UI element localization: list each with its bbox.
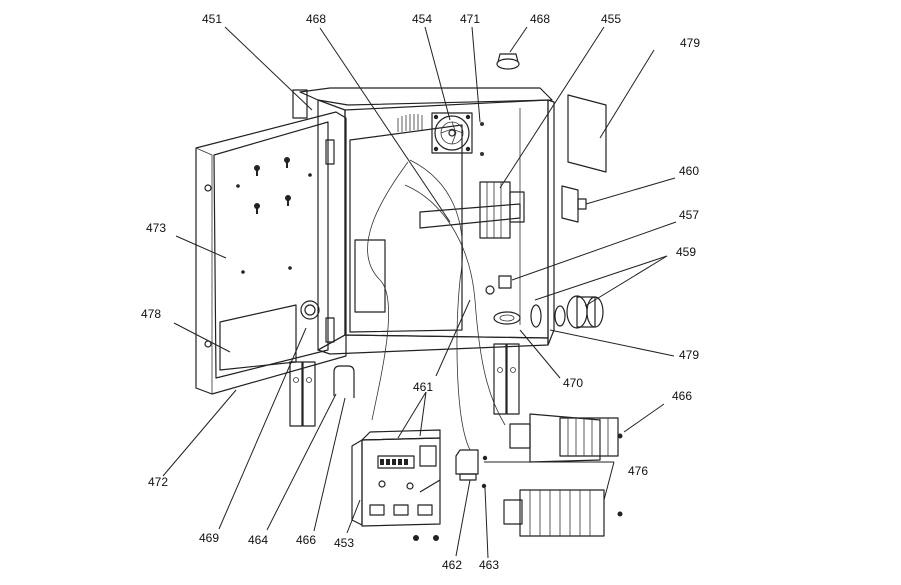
callout-464: 464 — [248, 533, 268, 547]
callout-454: 454 — [412, 12, 432, 26]
enclosure-body — [292, 87, 555, 451]
callout-labels: 451 468 454 471 468 455 479 460 473 457 … — [141, 12, 700, 572]
callout-466-bottom: 466 — [296, 533, 316, 547]
callout-473: 473 — [146, 221, 166, 235]
plug-part — [496, 53, 520, 70]
callout-479-top: 479 — [680, 36, 700, 50]
connector-part — [561, 185, 587, 223]
callout-459: 459 — [676, 245, 696, 259]
callout-472: 472 — [148, 475, 168, 489]
callout-462: 462 — [442, 558, 462, 572]
enclosure-door — [195, 111, 347, 395]
callout-455: 455 — [601, 12, 621, 26]
callout-451: 451 — [202, 12, 222, 26]
mounting-brackets — [289, 343, 520, 427]
callout-460: 460 — [679, 164, 699, 178]
callout-463: 463 — [479, 558, 499, 572]
callout-476: 476 — [628, 464, 648, 478]
callout-470: 470 — [563, 376, 583, 390]
leader-lines — [162, 26, 677, 559]
callout-468-top-right: 468 — [530, 12, 550, 26]
gasket-sheet — [567, 94, 607, 173]
callout-479-bottom: 479 — [679, 348, 699, 362]
door-handle — [333, 365, 355, 398]
callout-469: 469 — [199, 531, 219, 545]
cable-gland — [554, 295, 604, 329]
callout-461: 461 — [413, 380, 433, 394]
callout-471: 471 — [460, 12, 480, 26]
callout-468-top-left: 468 — [306, 12, 326, 26]
callout-457: 457 — [679, 208, 699, 222]
callout-453: 453 — [334, 536, 354, 550]
controller-module — [351, 429, 441, 541]
terminal-block-upper — [509, 413, 623, 463]
callout-466-right: 466 — [672, 389, 692, 403]
relay-part — [455, 449, 488, 489]
callout-478: 478 — [141, 307, 161, 321]
terminal-block-lower — [503, 489, 623, 537]
